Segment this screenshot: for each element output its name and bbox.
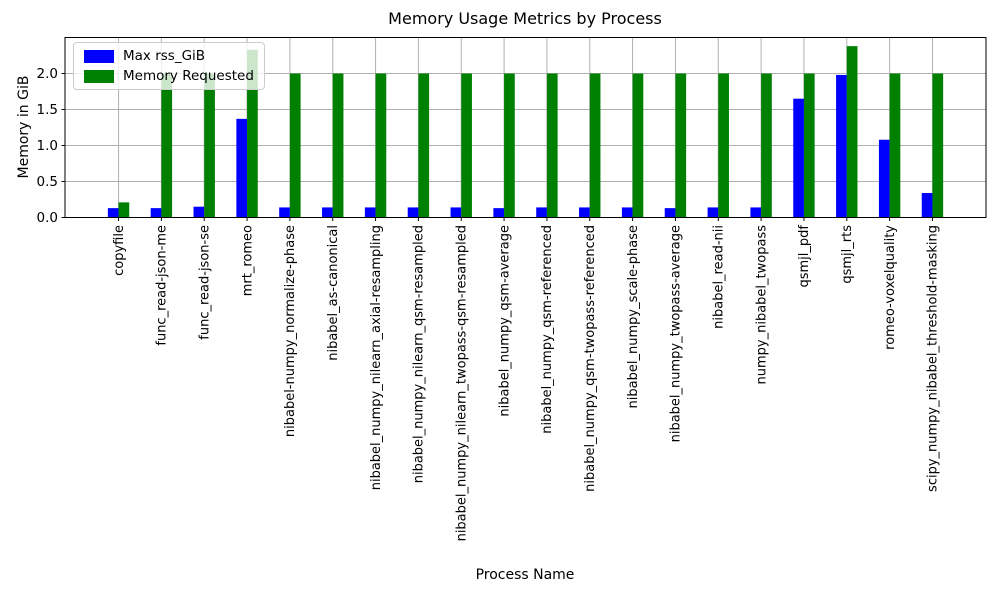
bar-max-rss-gib	[921, 193, 933, 218]
plot-border	[64, 37, 987, 218]
bar-max-rss-gib	[536, 207, 547, 218]
bar-max-rss-gib	[364, 207, 376, 218]
bar-memory-requested	[846, 46, 858, 218]
legend-swatch-max-rss	[84, 49, 114, 63]
bar-memory-requested	[932, 73, 944, 218]
bar-max-rss-gib	[579, 207, 590, 218]
bar-max-rss-gib	[279, 207, 290, 218]
y-tick-label: 0.0	[37, 210, 58, 226]
x-tick-label: nibabel_numpy_nilearn_qsm-resampled	[412, 225, 427, 483]
bar-memory-requested	[546, 73, 558, 218]
x-tick-label: qsmjl_pdf	[797, 225, 812, 288]
chart-title: Memory Usage Metrics by Process	[388, 9, 662, 28]
x-tick-label: nibabel_numpy_nilearn_axial-resampling	[369, 225, 384, 490]
bar-max-rss-gib	[450, 207, 462, 218]
bar-memory-requested	[375, 73, 387, 218]
x-tick-label: mrt_romeo	[240, 225, 255, 296]
legend-label-memory-requested: Memory Requested	[123, 68, 254, 84]
bar-memory-requested	[332, 73, 344, 218]
bar-max-rss-gib	[793, 98, 804, 218]
bar-memory-requested	[889, 73, 901, 218]
bar-max-rss-gib	[836, 74, 847, 218]
y-tick-label: 1.5	[37, 102, 58, 118]
x-tick-label: nibabel_numpy_nilearn_twopass-qsm-resamp…	[455, 225, 470, 541]
bar-max-rss-gib	[878, 139, 890, 218]
bar-memory-requested	[803, 73, 815, 218]
y-tick-label: 2.0	[37, 66, 58, 82]
bar-memory-requested	[161, 73, 173, 218]
legend-swatch-memory-requested	[84, 69, 114, 83]
legend: Max rss_GiB Memory Requested	[73, 42, 265, 90]
bar-memory-requested	[418, 73, 430, 218]
x-tick-label: nibabel-numpy_normalize-phase	[283, 225, 298, 437]
legend-item-max-rss: Max rss_GiB	[84, 49, 254, 63]
x-tick-label: func_read-json-se	[198, 225, 213, 340]
bar-max-rss-gib	[493, 208, 505, 218]
bar-max-rss-gib	[621, 207, 633, 218]
legend-label-max-rss: Max rss_GiB	[123, 48, 206, 64]
bar-memory-requested	[289, 73, 301, 218]
x-tick-label: scipy_numpy_nibabel_threshold-masking	[926, 225, 941, 492]
bar-memory-requested	[589, 73, 601, 218]
x-tick-label: nibabel_numpy_qsm-average	[497, 225, 512, 417]
bar-memory-requested	[204, 73, 215, 218]
bar-max-rss-gib	[236, 118, 248, 218]
bar-max-rss-gib	[193, 206, 205, 218]
bar-memory-requested	[504, 73, 515, 218]
bar-memory-requested	[675, 73, 687, 218]
bar-memory-requested	[461, 73, 472, 218]
x-tick-label: numpy_nibabel_twopass	[754, 225, 769, 385]
x-tick-label: nibabel_numpy_scale-phase	[626, 225, 641, 408]
y-tick-label: 1.0	[37, 138, 58, 154]
x-tick-label: qsmjl_rts	[840, 225, 855, 284]
bar-max-rss-gib	[322, 207, 333, 218]
bar-max-rss-gib	[150, 208, 162, 218]
bar-memory-requested	[632, 73, 644, 218]
x-tick-label: nibabel_numpy_qsm-referenced	[540, 225, 555, 434]
bar-memory-requested	[761, 73, 772, 218]
x-axis-label: Process Name	[475, 567, 575, 583]
y-axis-label: Memory in GiB	[16, 75, 32, 179]
x-tick-label: nibabel_as-canonical	[326, 225, 341, 361]
legend-item-memory-requested: Memory Requested	[84, 69, 254, 83]
bar-memory-requested	[118, 202, 130, 218]
x-tick-label: nibabel_numpy_qsm-twopass-referenced	[583, 225, 598, 492]
bar-memory-requested	[718, 73, 729, 218]
x-tick-label: copyfile	[112, 225, 127, 276]
x-tick-label: romeo-voxelquality	[883, 225, 898, 350]
y-tick-label: 0.5	[37, 174, 58, 190]
x-tick-label: nibabel_numpy_twopass-average	[669, 225, 684, 442]
x-tick-label: nibabel_read-nii	[712, 225, 727, 329]
bar-max-rss-gib	[750, 207, 762, 218]
bar-max-rss-gib	[707, 207, 719, 218]
bar-memory-requested	[247, 49, 258, 218]
bar-max-rss-gib	[107, 208, 119, 218]
bar-max-rss-gib	[664, 208, 676, 218]
bar-max-rss-gib	[407, 207, 419, 218]
x-tick-label: func_read-json-me	[155, 225, 170, 346]
